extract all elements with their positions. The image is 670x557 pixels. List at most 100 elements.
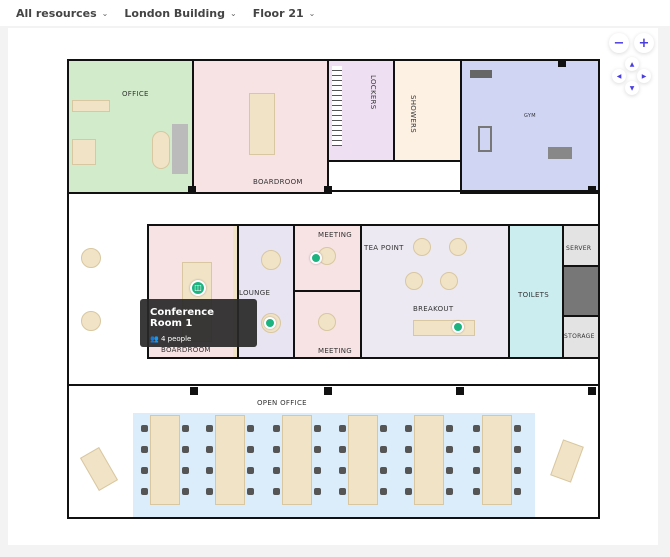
chevron-down-icon: ⌄	[101, 8, 109, 18]
desk-chair[interactable]	[405, 446, 412, 453]
desk-chair[interactable]	[247, 425, 254, 432]
label-meeting-bottom: MEETING	[318, 347, 352, 355]
pillar	[324, 186, 332, 194]
desk-chair[interactable]	[339, 425, 346, 432]
desk-chair[interactable]	[339, 446, 346, 453]
tea-table	[440, 272, 458, 290]
desk-chair[interactable]	[405, 425, 412, 432]
desk-chair[interactable]	[380, 425, 387, 432]
desk-cluster	[414, 415, 444, 505]
desk-chair[interactable]	[314, 467, 321, 474]
resource-filter-label: All resources	[16, 6, 97, 20]
label-toilets: TOILETS	[518, 291, 549, 299]
desk-chair[interactable]	[182, 488, 189, 495]
desk-chair[interactable]	[273, 488, 280, 495]
breakout-table	[413, 320, 475, 336]
wall	[67, 384, 600, 386]
desk-chair[interactable]	[206, 425, 213, 432]
desk-chair[interactable]	[380, 467, 387, 474]
zoom-in-button[interactable]: +	[634, 33, 654, 53]
desk-chair[interactable]	[514, 425, 521, 432]
label-boardroom-top: BOARDROOM	[253, 178, 303, 186]
desk-chair[interactable]	[314, 488, 321, 495]
desk-chair[interactable]	[314, 446, 321, 453]
tea-table	[405, 272, 423, 290]
desk-chair[interactable]	[206, 488, 213, 495]
desk-chair[interactable]	[514, 446, 521, 453]
desk-chair[interactable]	[339, 467, 346, 474]
desk-chair[interactable]	[206, 467, 213, 474]
desk-chair[interactable]	[247, 467, 254, 474]
room-storage[interactable]	[562, 315, 600, 359]
desk-chair[interactable]	[514, 467, 521, 474]
label-showers: SHOWERS	[409, 95, 417, 133]
available-seat-marker[interactable]	[452, 321, 464, 333]
label-breakout: BREAKOUT	[413, 305, 454, 313]
label-tea-point: TEA POINT	[364, 244, 404, 252]
lounge-bench	[233, 226, 239, 357]
desk-chair[interactable]	[141, 467, 148, 474]
room-server[interactable]	[562, 224, 600, 267]
desk-chair[interactable]	[182, 425, 189, 432]
corridor-table	[81, 311, 101, 331]
desk-chair[interactable]	[247, 446, 254, 453]
desk-chair[interactable]	[473, 425, 480, 432]
desk-chair[interactable]	[405, 488, 412, 495]
desk-chair[interactable]	[473, 446, 480, 453]
tea-table	[449, 238, 467, 256]
desk-chair[interactable]	[182, 467, 189, 474]
desk-chair[interactable]	[446, 425, 453, 432]
room-showers[interactable]	[393, 59, 462, 162]
desk-chair[interactable]	[247, 488, 254, 495]
desk-chair[interactable]	[273, 425, 280, 432]
desk-chair[interactable]	[141, 488, 148, 495]
desk-chair[interactable]	[446, 446, 453, 453]
pan-left-button[interactable]: ◀	[612, 69, 626, 83]
desk-chair[interactable]	[473, 488, 480, 495]
zoom-out-button[interactable]: −	[609, 33, 629, 53]
desk-chair[interactable]	[446, 488, 453, 495]
desk-chair[interactable]	[380, 446, 387, 453]
desk-chair[interactable]	[380, 488, 387, 495]
desk-chair[interactable]	[314, 425, 321, 432]
desk-cluster	[150, 415, 180, 505]
desk-chair[interactable]	[206, 446, 213, 453]
room-breakout[interactable]	[360, 224, 510, 359]
open-office-desk-area[interactable]	[133, 413, 535, 517]
pan-down-button[interactable]: ▼	[625, 81, 639, 95]
resource-filter[interactable]: All resources ⌄	[16, 7, 108, 20]
desk-chair[interactable]	[446, 467, 453, 474]
pan-up-button[interactable]: ▲	[625, 57, 639, 71]
pillar	[456, 387, 464, 395]
office-table	[152, 131, 170, 169]
chevron-down-icon: ⌄	[229, 8, 237, 18]
label-gym: GYM	[524, 113, 536, 119]
desk-chair[interactable]	[405, 467, 412, 474]
desk-chair[interactable]	[273, 446, 280, 453]
desk-chair[interactable]	[273, 467, 280, 474]
building-filter-label: London Building	[124, 6, 225, 20]
conference-room-1-marker[interactable]: ◫	[190, 280, 206, 296]
building-filter[interactable]: London Building ⌄	[124, 7, 236, 20]
desk-chair[interactable]	[339, 488, 346, 495]
corridor-table	[81, 248, 101, 268]
available-seat-marker[interactable]	[310, 252, 322, 264]
pillar	[324, 387, 332, 395]
office-sofa	[172, 124, 188, 174]
desk-cluster	[215, 415, 245, 505]
label-open-office: OPEN OFFICE	[257, 399, 307, 407]
desk-chair[interactable]	[473, 467, 480, 474]
desk-cluster	[282, 415, 312, 505]
desk-chair[interactable]	[182, 446, 189, 453]
tea-table	[413, 238, 431, 256]
desk-chair[interactable]	[141, 425, 148, 432]
room-boardroom-top[interactable]	[192, 59, 329, 194]
desk-chair[interactable]	[141, 446, 148, 453]
meeting-table	[318, 313, 336, 331]
desk-chair[interactable]	[514, 488, 521, 495]
pan-right-button[interactable]: ▶	[637, 69, 651, 83]
desk-cluster	[348, 415, 378, 505]
floor-filter[interactable]: Floor 21⌄	[253, 7, 316, 20]
available-seat-marker[interactable]	[264, 317, 276, 329]
